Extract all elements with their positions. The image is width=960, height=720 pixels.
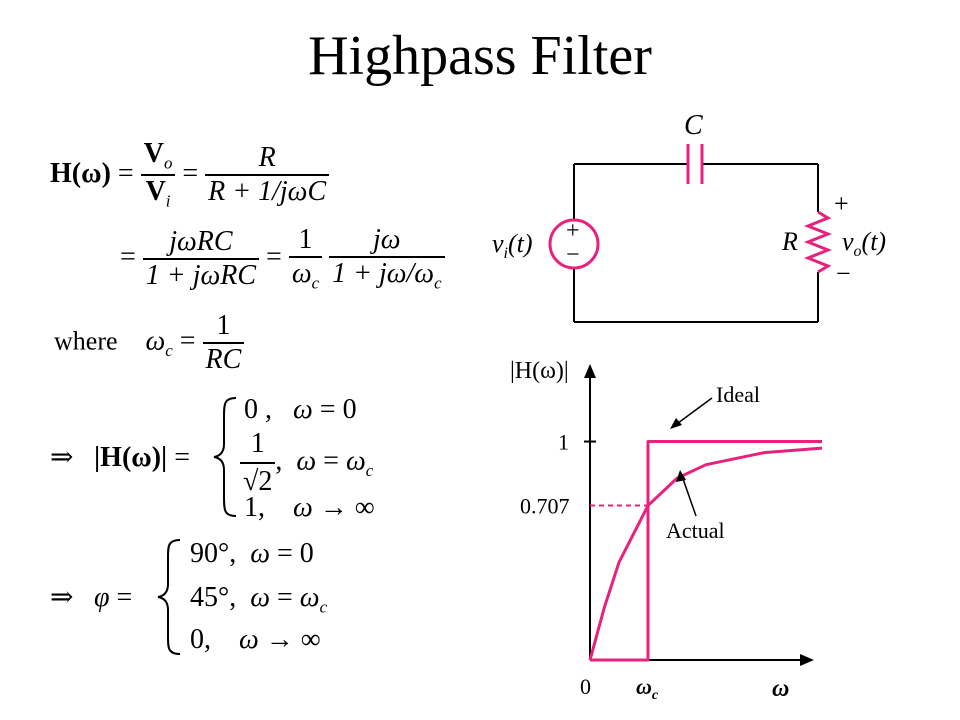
output-plus: +: [834, 189, 849, 218]
annotation-actual: Actual: [666, 518, 725, 543]
one-over-wc-fraction: 1 ωc: [288, 226, 323, 292]
where-label: where: [54, 326, 118, 356]
phase-case-cutoff: 45°, ω = ωc: [190, 582, 328, 617]
annotation-actual-arrowhead: [676, 470, 686, 482]
annotation-ideal-arrowhead: [670, 418, 682, 429]
source-label: vi(t): [492, 229, 533, 262]
annotation-actual-arrow: [681, 475, 697, 517]
jwrc-fraction: jωRC 1 + jωRC: [142, 228, 260, 290]
transfer-function-simplified: = jωRC 1 + jωRC = 1 ωc jω 1 + jω/ωc: [120, 226, 445, 292]
H-omega-symbol: H(ω): [50, 157, 111, 189]
output-minus: −: [836, 259, 851, 288]
cutoff-definition: where ωc = 1 RC: [54, 312, 245, 374]
rc-circuit-diagram: C + − vi(t) R + − vo(t): [492, 110, 886, 323]
x-tick-label-wc: ωc: [636, 674, 659, 700]
circuit-wires: [573, 163, 819, 323]
y-axis-arrow: [584, 364, 596, 378]
source-plus: +: [566, 218, 580, 244]
r-over-r-plus-c-fraction: R R + 1/jωC: [205, 144, 330, 206]
resistor-label: R: [781, 227, 798, 256]
capacitor-label: C: [684, 110, 703, 141]
phase-cases: ⇒ φ = 90°, ω = 0 45°, ω = ωc 0, ω → ∞: [50, 536, 380, 662]
resistor-symbol: [803, 210, 833, 274]
phase-case-infinity: 0, ω → ∞: [190, 624, 321, 655]
x-tick-label-0: 0: [580, 674, 591, 699]
page-title: Highpass Filter: [308, 25, 652, 87]
magnitude-case-infinity: 1, ω → ∞: [244, 492, 375, 523]
magnitude-case-zero: 0 , ω = 0: [244, 394, 357, 425]
y-tick-label-0707: 0.707: [520, 494, 570, 519]
annotation-ideal: Ideal: [716, 382, 760, 407]
phase-case-zero: 90°, ω = 0: [190, 538, 314, 569]
capacitor-symbol: [686, 144, 704, 184]
one-over-rc-fraction: 1 RC: [202, 312, 245, 374]
y-tick-label-1: 1: [558, 430, 569, 455]
voltage-source-symbol: [548, 218, 600, 270]
series-line-actual: [588, 446, 823, 661]
vo-over-vi-fraction: Vo Vi: [140, 140, 176, 211]
y-axis: [584, 364, 596, 660]
magnitude-cases: ⇒ |H(ω)| = 0 , ω = 0 1√2, ω = ωc 1, ω → …: [50, 394, 375, 523]
jw-fraction: jω 1 + jω/ωc: [329, 226, 445, 292]
x-axis-label: ω: [772, 676, 789, 700]
magnitude-brace: [213, 397, 237, 517]
output-label: vo(t): [842, 227, 886, 260]
source-minus: −: [566, 242, 580, 268]
series-line-ideal: [590, 440, 822, 662]
y-axis-label: |H(ω)|: [510, 358, 569, 384]
transfer-function-equation: H(ω) = Vo Vi = R R + 1/jωC: [50, 140, 330, 211]
phase-brace: [157, 539, 181, 655]
annotation-ideal-arrow: [673, 397, 713, 427]
x-axis-arrow: [800, 654, 814, 666]
magnitude-case-cutoff: 1√2, ω = ωc: [240, 428, 373, 498]
